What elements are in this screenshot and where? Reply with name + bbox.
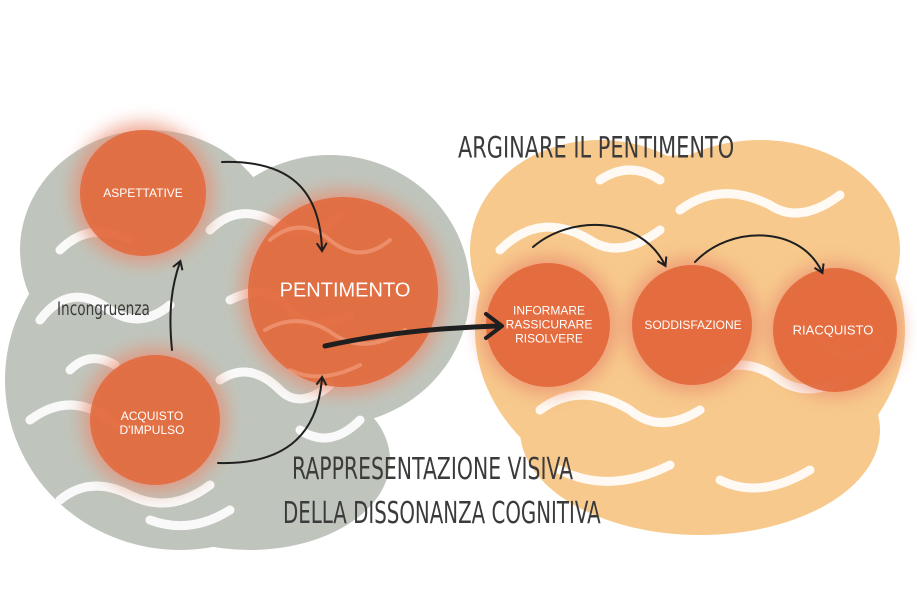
node-informare xyxy=(486,263,610,387)
node-informare-label: INFORMARE RASSICURARE RISOLVERE xyxy=(506,304,593,345)
node-acquisto xyxy=(90,355,220,485)
node-informare-line2: RASSICURARE xyxy=(505,317,593,332)
node-acquisto-label: ACQUISTO D'IMPULSO xyxy=(119,409,185,438)
node-riacquisto xyxy=(773,268,897,392)
label-incongruenza: Incongruenza xyxy=(57,298,150,321)
node-acquisto-line2: D'IMPULSO xyxy=(119,423,185,437)
node-soddisfazione xyxy=(632,265,752,385)
node-acquisto-line1: ACQUISTO xyxy=(120,409,184,424)
node-informare-line1: INFORMARE xyxy=(513,303,585,318)
arrow-informare-soddisfazione xyxy=(532,223,668,268)
node-soddisfazione-label: SODDISFAZIONE xyxy=(644,318,742,333)
arrow-aspettative-pentimento xyxy=(221,160,328,253)
arrow-acquisto-aspettative xyxy=(169,259,184,351)
node-aspettative xyxy=(80,130,206,256)
node-pentimento-label: PENTIMENTO xyxy=(279,279,411,302)
node-aspettative-label: ASPETTATIVE xyxy=(103,186,183,201)
arrow-pentimento-informare xyxy=(322,323,501,349)
caption-line-2: DELLA DISSONANZA COGNITIVA xyxy=(283,495,601,531)
node-riacquisto-label: RIACQUISTO xyxy=(792,322,874,338)
caption-line-1: RAPPRESENTAZIONE VISIVA xyxy=(292,451,574,487)
node-informare-line3: RISOLVERE xyxy=(515,330,583,345)
arrow-acquisto-pentimento xyxy=(217,375,328,465)
arrow-soddisfazione-riacquisto xyxy=(694,234,825,275)
title-arginare: ARGINARE IL PENTIMENTO xyxy=(458,130,735,165)
